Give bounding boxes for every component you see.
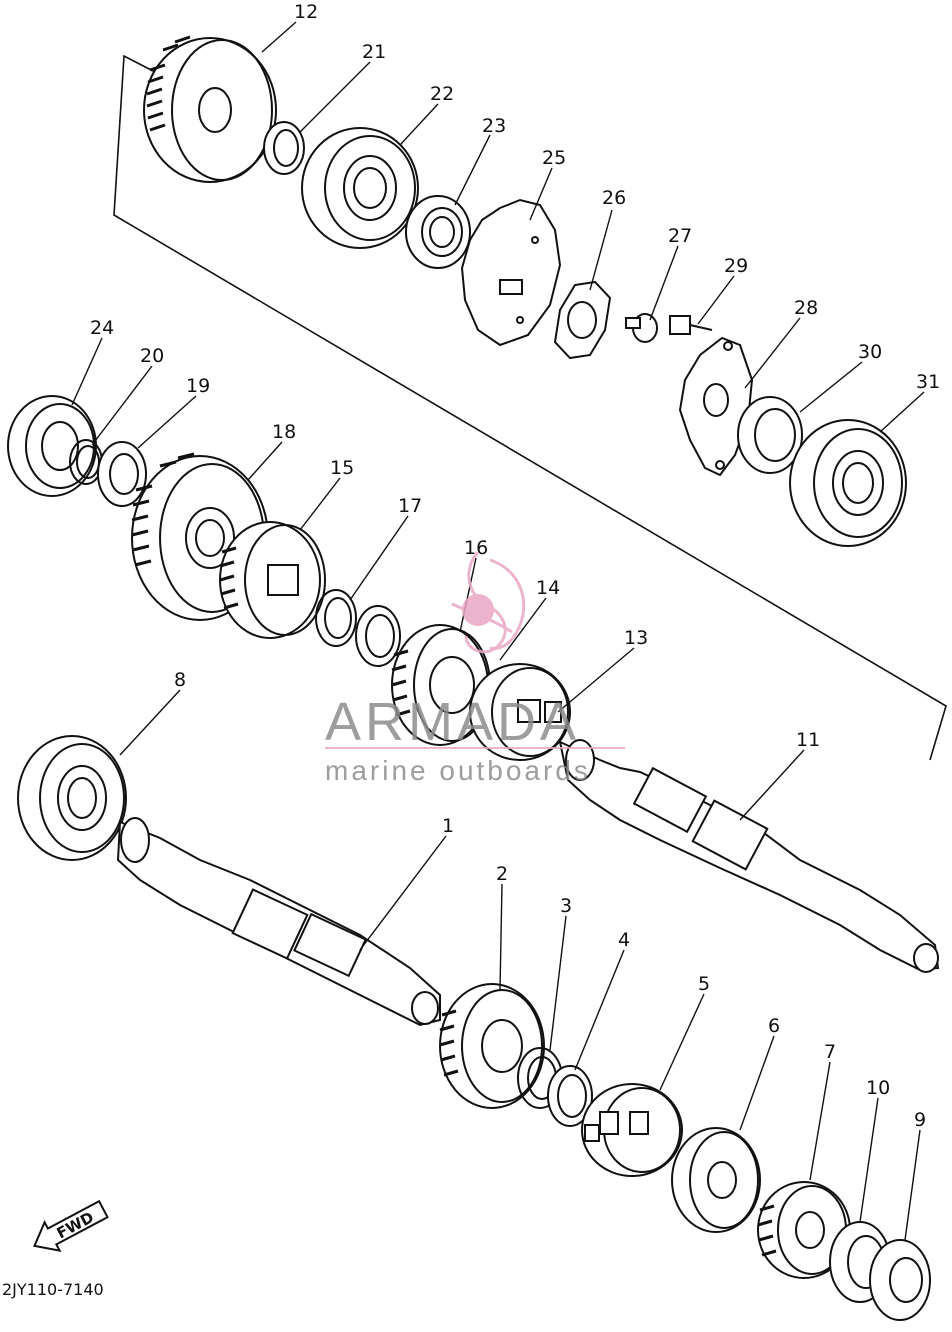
callout-21: 21 (362, 41, 386, 63)
part-27-bolt (625, 313, 658, 343)
callout-15: 15 (330, 457, 354, 479)
watermark-tagline: marine outboards (325, 755, 591, 786)
callout-18: 18 (272, 421, 296, 443)
callout-6: 6 (768, 1015, 780, 1037)
part-15-gear (219, 521, 326, 639)
part-1-main-axle (116, 817, 441, 1027)
part-21-washer (263, 121, 305, 175)
part-26-lock-washer (553, 280, 612, 360)
part-2-gear (439, 983, 545, 1109)
callout-23: 23 (482, 115, 506, 137)
callout-4: 4 (618, 929, 630, 951)
callout-20: 20 (140, 345, 164, 367)
armada-watermark: ARMADA marine outboards (325, 551, 625, 786)
callout-11: 11 (796, 729, 820, 751)
callout-14: 14 (536, 577, 560, 599)
assembly-frame (113, 54, 947, 761)
part-6-gear (671, 1127, 761, 1233)
callout-9: 9 (914, 1109, 926, 1131)
callout-13: 13 (624, 627, 648, 649)
part-19-washer (97, 441, 147, 507)
callout-29: 29 (724, 255, 748, 277)
callout-17: 17 (398, 495, 422, 517)
callout-2: 2 (496, 863, 508, 885)
callout-8: 8 (174, 669, 186, 691)
part-8-bearing (17, 735, 127, 861)
callout-25: 25 (542, 147, 566, 169)
leader-lines (71, 21, 925, 1241)
fwd-arrow-icon: FWD (33, 1199, 109, 1252)
callout-16: 16 (464, 537, 488, 559)
part-24-bearing (7, 395, 97, 497)
part-30-oil-seal (737, 396, 803, 474)
part-4-washer (547, 1065, 593, 1127)
part-22-bearing (301, 127, 419, 249)
callout-30: 30 (858, 341, 882, 363)
part-12-gear (143, 35, 277, 183)
callout-10: 10 (866, 1077, 890, 1099)
callout-19: 19 (186, 375, 210, 397)
part-31-bearing (789, 419, 907, 547)
watermark-brand: ARMADA (325, 692, 580, 752)
part-11-drive-axle (558, 739, 940, 973)
part-23-oil-seal (405, 195, 471, 269)
part-17-circlip (315, 589, 401, 667)
callout-5: 5 (698, 973, 710, 995)
part-28-plate (678, 336, 754, 477)
part-14-gear (469, 663, 571, 761)
drawing-code: 2JY110-7140 (2, 1280, 104, 1299)
callout-labels: 12 21 22 23 25 26 27 29 28 30 31 24 20 1… (90, 1, 940, 1131)
part-7-gear (757, 1181, 851, 1279)
callout-3: 3 (560, 895, 572, 917)
part-5-gear (581, 1083, 683, 1177)
watermark-logo-dot (462, 594, 494, 626)
callout-1: 1 (442, 815, 454, 837)
part-25-sprocket (460, 198, 562, 347)
part-9-oil-seal (869, 1239, 931, 1321)
callout-26: 26 (602, 187, 626, 209)
callout-24: 24 (90, 317, 114, 339)
callout-27: 27 (668, 225, 692, 247)
callout-12: 12 (294, 1, 318, 23)
part-16-gear (391, 624, 491, 746)
callout-7: 7 (824, 1041, 836, 1063)
callout-22: 22 (430, 83, 454, 105)
part-29-screw (669, 315, 713, 335)
callout-31: 31 (916, 371, 940, 393)
callout-28: 28 (794, 297, 818, 319)
